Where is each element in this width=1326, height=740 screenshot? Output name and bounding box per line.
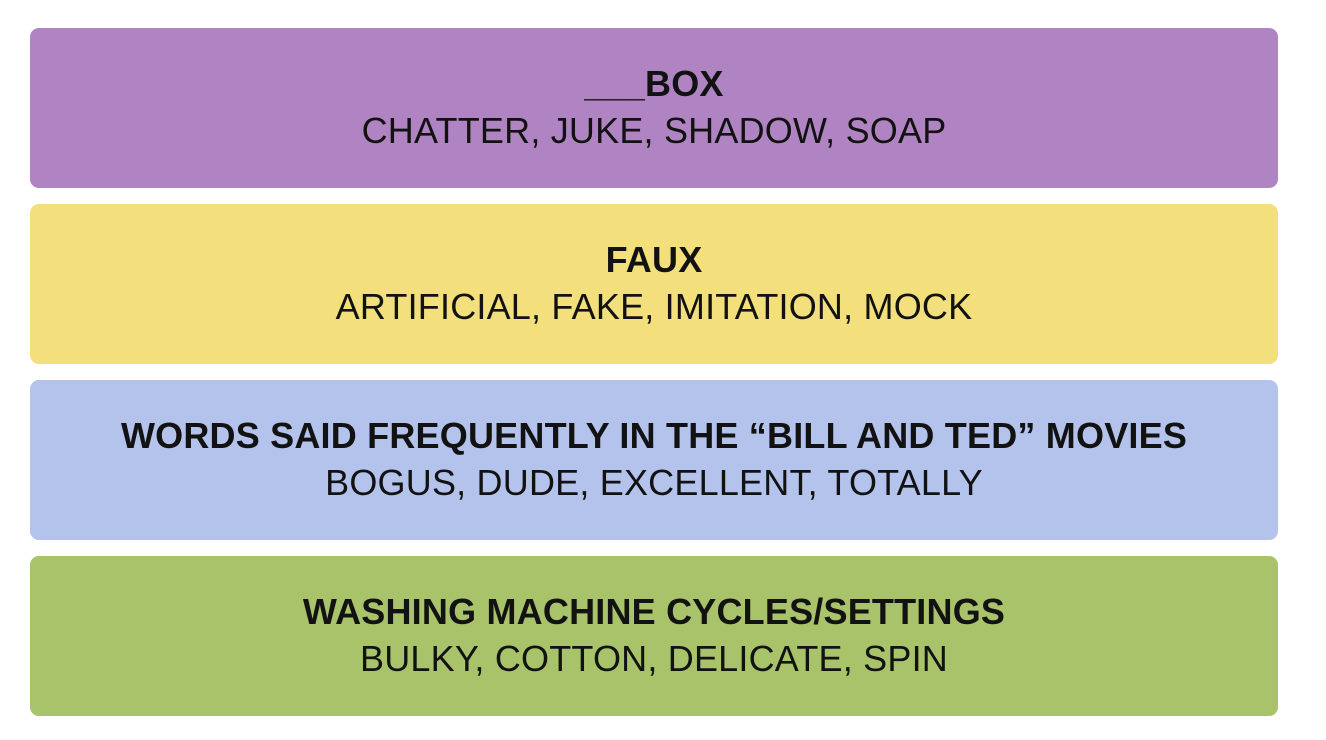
- group-members: BULKY, COTTON, DELICATE, SPIN: [360, 638, 948, 679]
- group-title: WASHING MACHINE CYCLES/SETTINGS: [302, 591, 1006, 632]
- solved-group-blue: WORDS SAID FREQUENTLY IN THE “BILL AND T…: [30, 380, 1278, 540]
- group-members: CHATTER, JUKE, SHADOW, SOAP: [361, 110, 947, 151]
- solved-group-green: WASHING MACHINE CYCLES/SETTINGS BULKY, C…: [30, 556, 1278, 716]
- group-members: BOGUS, DUDE, EXCELLENT, TOTALLY: [325, 462, 983, 503]
- solved-group-purple: ___BOX CHATTER, JUKE, SHADOW, SOAP: [30, 28, 1278, 188]
- group-members: ARTIFICIAL, FAKE, IMITATION, MOCK: [335, 286, 973, 327]
- solved-group-yellow: FAUX ARTIFICIAL, FAKE, IMITATION, MOCK: [30, 204, 1278, 364]
- group-title: WORDS SAID FREQUENTLY IN THE “BILL AND T…: [120, 415, 1188, 456]
- group-title: FAUX: [605, 239, 703, 280]
- group-title: ___BOX: [584, 63, 724, 104]
- solved-groups: ___BOX CHATTER, JUKE, SHADOW, SOAP FAUX …: [30, 28, 1278, 716]
